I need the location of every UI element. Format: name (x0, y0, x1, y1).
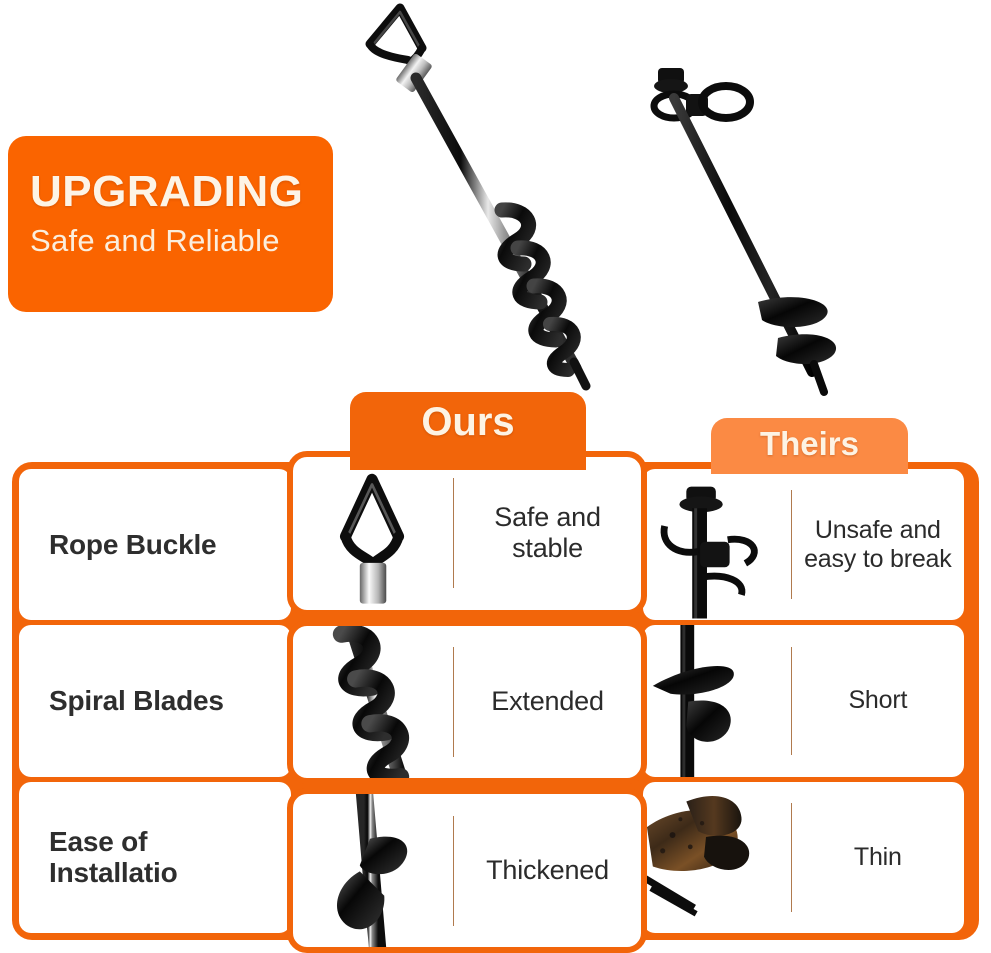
cell-divider (453, 478, 455, 589)
photo-spiral-blades-theirs (643, 625, 791, 777)
photo-spiral-blades-ours (293, 625, 453, 779)
table-row: Ease of Installatio (19, 781, 291, 933)
feature-label-line2: Installatio (49, 857, 178, 889)
photo-rope-buckle-theirs (643, 469, 791, 620)
comparison-table: Rope Buckle Spiral Blades Ease of Instal… (12, 451, 979, 953)
value-line1: Safe and (494, 502, 601, 533)
value-theirs: Thin (853, 842, 902, 871)
photo-rope-buckle-ours (293, 457, 453, 610)
value-ours: Thickened (486, 855, 609, 886)
table-row: Unsafe and easy to break (643, 469, 964, 621)
table-row: Safe and stable (287, 451, 647, 616)
badge-subtitle: Safe and Reliable (30, 223, 280, 258)
cell-divider (453, 815, 455, 926)
product-photo-ours (365, 3, 591, 391)
value-line2: easy to break (804, 544, 952, 573)
table-row: Spiral Blades (19, 625, 291, 777)
table-row: Extended (287, 619, 647, 785)
cell-divider (453, 647, 455, 757)
column-feature-labels: Rope Buckle Spiral Blades Ease of Instal… (19, 469, 291, 933)
value-theirs: Unsafe and easy to break (792, 516, 964, 574)
upgrading-badge: UPGRADING Safe and Reliable (8, 136, 333, 312)
column-theirs: Unsafe and easy to break (643, 469, 964, 933)
tab-ours[interactable]: Ours (350, 392, 586, 470)
value-line1: Unsafe and (814, 515, 941, 544)
feature-label: Spiral Blades (49, 685, 224, 717)
cell-divider (790, 490, 792, 600)
cell-divider (790, 646, 792, 756)
feature-label: Ease of Installatio (19, 826, 178, 889)
photo-installation-ours (293, 794, 453, 948)
badge-title: UPGRADING (30, 167, 304, 216)
value-ours: Extended (491, 686, 604, 717)
tab-theirs[interactable]: Theirs (711, 418, 908, 474)
table-row: Thin (643, 781, 964, 933)
value-ours: Safe and stable (454, 502, 641, 565)
value-line2: stable (512, 533, 583, 564)
column-ours: Safe and stable (287, 451, 647, 953)
hero-section: UPGRADING Safe and Reliable (0, 0, 991, 400)
product-photo-theirs (650, 68, 837, 396)
cell-divider (790, 802, 792, 912)
table-row: Rope Buckle (19, 469, 291, 621)
feature-label: Rope Buckle (49, 528, 217, 560)
value-theirs: Short (848, 686, 908, 715)
table-row: Thickened (287, 788, 647, 953)
feature-label-line1: Ease of (49, 825, 148, 857)
photo-installation-theirs (643, 782, 791, 933)
table-row: Short (643, 625, 964, 777)
